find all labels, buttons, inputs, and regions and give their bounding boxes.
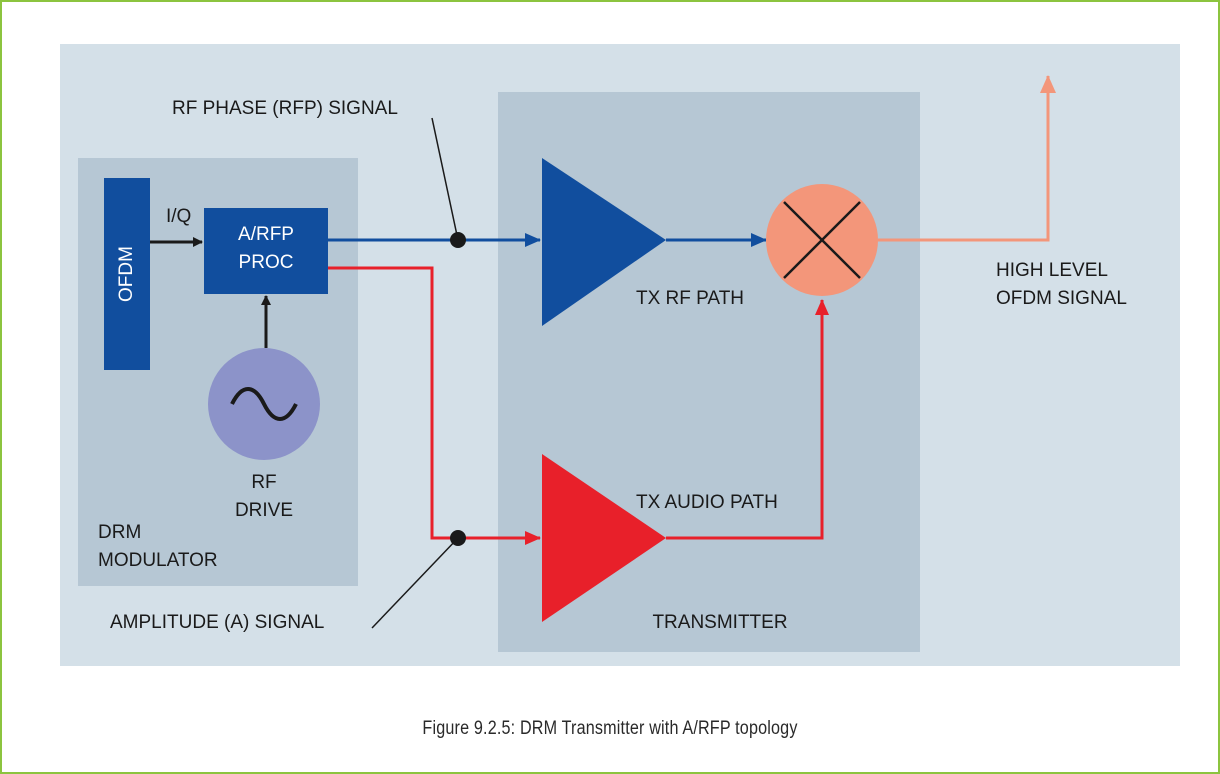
tx-rf-path-label: TX RF PATH <box>636 288 744 309</box>
drm-modulator-label-line1: DRM <box>98 522 141 543</box>
output-label-line1: HIGH LEVEL <box>996 260 1108 281</box>
output-signal-line <box>878 75 1056 242</box>
rfp-signal-label: RF PHASE (RFP) SIGNAL <box>172 98 398 119</box>
tx-audio-path-label: TX AUDIO PATH <box>636 492 778 513</box>
transmitter-label: TRANSMITTER <box>652 612 787 633</box>
output-label-line2: OFDM SIGNAL <box>996 288 1127 309</box>
amplitude-signal-label: AMPLITUDE (A) SIGNAL <box>110 612 324 633</box>
amplitude-callout-line <box>371 537 459 629</box>
arfp-proc-label-line2: PROC <box>239 252 294 273</box>
oscillator-sine-icon <box>230 387 298 421</box>
figure-caption: Figure 9.2.5: DRM Transmitter with A/RFP… <box>422 718 798 739</box>
ofdm-block <box>104 178 150 370</box>
tx-audio-amplifier <box>542 454 666 622</box>
drm-modulator-label-line2: MODULATOR <box>98 550 218 571</box>
rfp-callout-line <box>431 117 459 241</box>
tx-audio-output-line <box>666 299 829 540</box>
ofdm-label: OFDM <box>116 246 137 302</box>
arfp-proc-block <box>204 208 328 294</box>
amplitude-signal-line <box>328 266 541 545</box>
tx-rf-amplifier <box>542 158 666 326</box>
rf-drive-label-line1: RF <box>251 472 276 493</box>
mixer-cross-icon-b <box>783 201 861 279</box>
iq-label: I/Q <box>166 206 191 227</box>
arfp-proc-label-line1: A/RFP <box>238 224 294 245</box>
rf-drive-label-line2: DRIVE <box>235 500 293 521</box>
